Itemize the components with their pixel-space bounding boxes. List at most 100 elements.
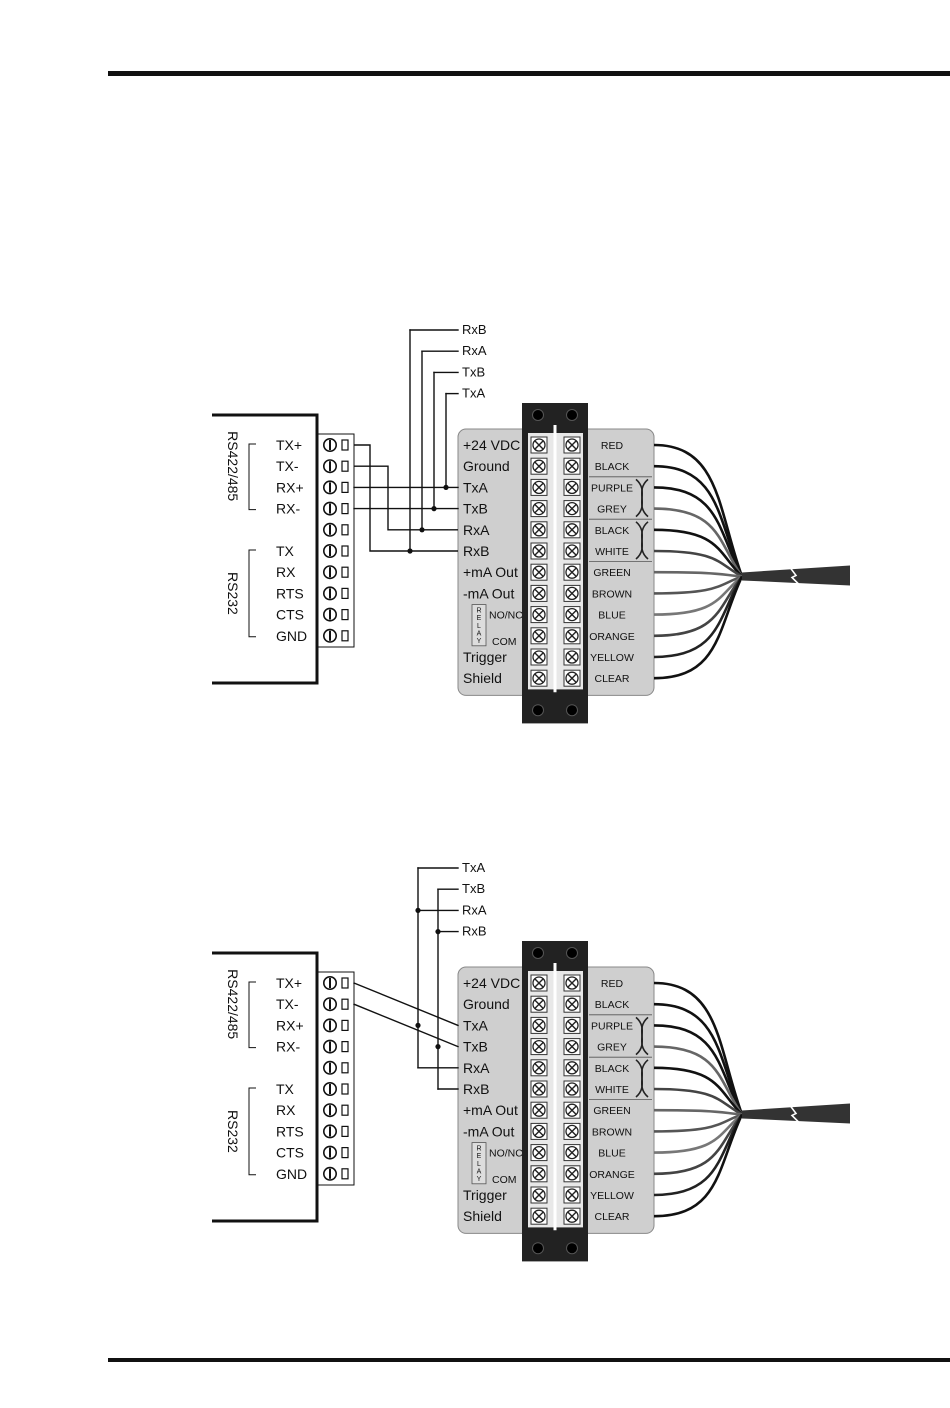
relay-no-nc-label: NO/NC — [489, 610, 523, 622]
wire-color-label: RED — [601, 440, 624, 452]
screw-terminal-icon — [563, 1038, 581, 1056]
host-pin-slot — [341, 1168, 349, 1180]
host-pin-label: TX+ — [276, 975, 302, 991]
junction-dot — [415, 1022, 421, 1028]
twisted-pair-icon — [635, 1016, 649, 1056]
screw-slot — [567, 1105, 577, 1116]
host-pin-label: RTS — [276, 585, 304, 601]
terminal-left-label: RxA — [463, 522, 490, 538]
cable-wire — [653, 486, 744, 578]
wire-label: TxA — [462, 860, 485, 875]
screw-terminal-icon — [530, 995, 548, 1013]
screw-terminal-icon — [563, 457, 581, 475]
wire-trace — [353, 982, 459, 1027]
terminal-left-label: Ground — [463, 996, 510, 1012]
screw-slot — [534, 1147, 544, 1158]
screw-slot — [534, 1020, 544, 1031]
relay-letter: Y — [477, 638, 482, 645]
host-pin-slot — [341, 587, 349, 600]
terminal-left-label: TxA — [463, 479, 489, 495]
host-pin-slot — [341, 1146, 349, 1159]
rs422-bracket — [248, 443, 256, 511]
terminal-left-label: TxB — [463, 501, 488, 517]
screw-slot — [534, 1126, 544, 1137]
wire-color-label: CLEAR — [594, 1211, 629, 1223]
screw-slot — [567, 1084, 577, 1094]
screw-terminal-icon — [563, 1165, 581, 1183]
screw-terminal-icon — [563, 627, 581, 645]
cable-wire — [653, 1045, 744, 1116]
cable-wire — [653, 575, 744, 680]
screw-slot — [567, 1041, 577, 1052]
host-pin-slot — [341, 566, 349, 578]
screw-slot — [534, 1105, 544, 1116]
mounting-hole-icon — [566, 704, 578, 717]
screw-slot — [534, 503, 544, 514]
wire-color-label: YELLOW — [590, 652, 634, 664]
mounting-hole-icon — [532, 409, 544, 421]
screw-terminal-icon — [563, 995, 581, 1013]
mounting-hole-icon — [532, 1242, 544, 1255]
screw-terminal-icon — [563, 648, 581, 666]
host-pin-slot — [341, 545, 349, 557]
wire-color-label: BLUE — [598, 610, 625, 622]
mounting-hole-icon — [566, 409, 578, 421]
screw-slot — [567, 978, 577, 988]
host-pin-label: CTS — [276, 607, 304, 623]
host-pin-slot — [341, 1125, 349, 1138]
screw-slot — [567, 546, 577, 556]
screw-slot — [567, 567, 577, 578]
wire-color-label: CLEAR — [594, 673, 629, 685]
screw-slot — [534, 461, 544, 472]
cable-wire — [653, 575, 744, 659]
cable-wire — [653, 549, 743, 578]
screw-terminal-icon — [530, 974, 548, 992]
host-pin-slot — [341, 1083, 349, 1095]
wire-label: RxA — [462, 902, 487, 917]
screw-slot — [534, 999, 544, 1010]
screw-terminal-icon — [530, 436, 548, 454]
screw-slot — [534, 524, 544, 535]
host-pin-slot — [341, 481, 349, 493]
screw-terminal-icon — [563, 500, 581, 518]
screw-slot — [567, 588, 577, 599]
screw-slot — [567, 1211, 577, 1222]
screw-slot — [534, 546, 544, 556]
screw-terminal-icon — [563, 1207, 581, 1225]
host-pin-label: TX+ — [276, 437, 302, 453]
screw-slot — [567, 1126, 577, 1137]
host-pin-label: RX — [276, 1102, 296, 1118]
terminal-left-label: RxA — [463, 1060, 490, 1076]
terminal-left-label: +24 VDC — [463, 437, 520, 453]
host-pin-slot — [341, 1104, 349, 1116]
wire-color-label: YELLOW — [590, 1190, 634, 1202]
screw-terminal-icon — [563, 1080, 581, 1098]
screw-slot — [534, 630, 544, 641]
screw-terminal-icon — [530, 627, 548, 645]
screw-slot — [567, 652, 577, 662]
host-pin-label: RX+ — [276, 1017, 304, 1033]
relay-letter: E — [477, 1153, 482, 1160]
wire-label: TxA — [462, 386, 485, 401]
screw-terminal-icon — [530, 1122, 548, 1140]
twisted-pair-icon — [635, 521, 649, 560]
screw-terminal-icon — [530, 1207, 548, 1225]
wire-color-label: PURPLE — [591, 482, 633, 494]
wire-color-label: RED — [601, 978, 624, 990]
cable-wire — [653, 575, 743, 595]
cable-wire — [653, 1113, 743, 1133]
wire-color-label: BLACK — [595, 1063, 629, 1075]
terminal-left-label: Trigger — [463, 1187, 507, 1203]
wire-color-label: BLUE — [598, 1148, 625, 1160]
screw-slot — [567, 1020, 577, 1031]
screw-slot — [567, 482, 577, 493]
screw-slot — [534, 1041, 544, 1052]
screw-slot — [534, 482, 544, 493]
screw-terminal-icon — [563, 436, 581, 454]
wire-color-label: WHITE — [595, 546, 629, 558]
screw-terminal-icon — [563, 974, 581, 992]
host-pin-slot — [341, 630, 349, 642]
screw-slot — [534, 652, 544, 662]
cable-wire — [653, 464, 744, 577]
